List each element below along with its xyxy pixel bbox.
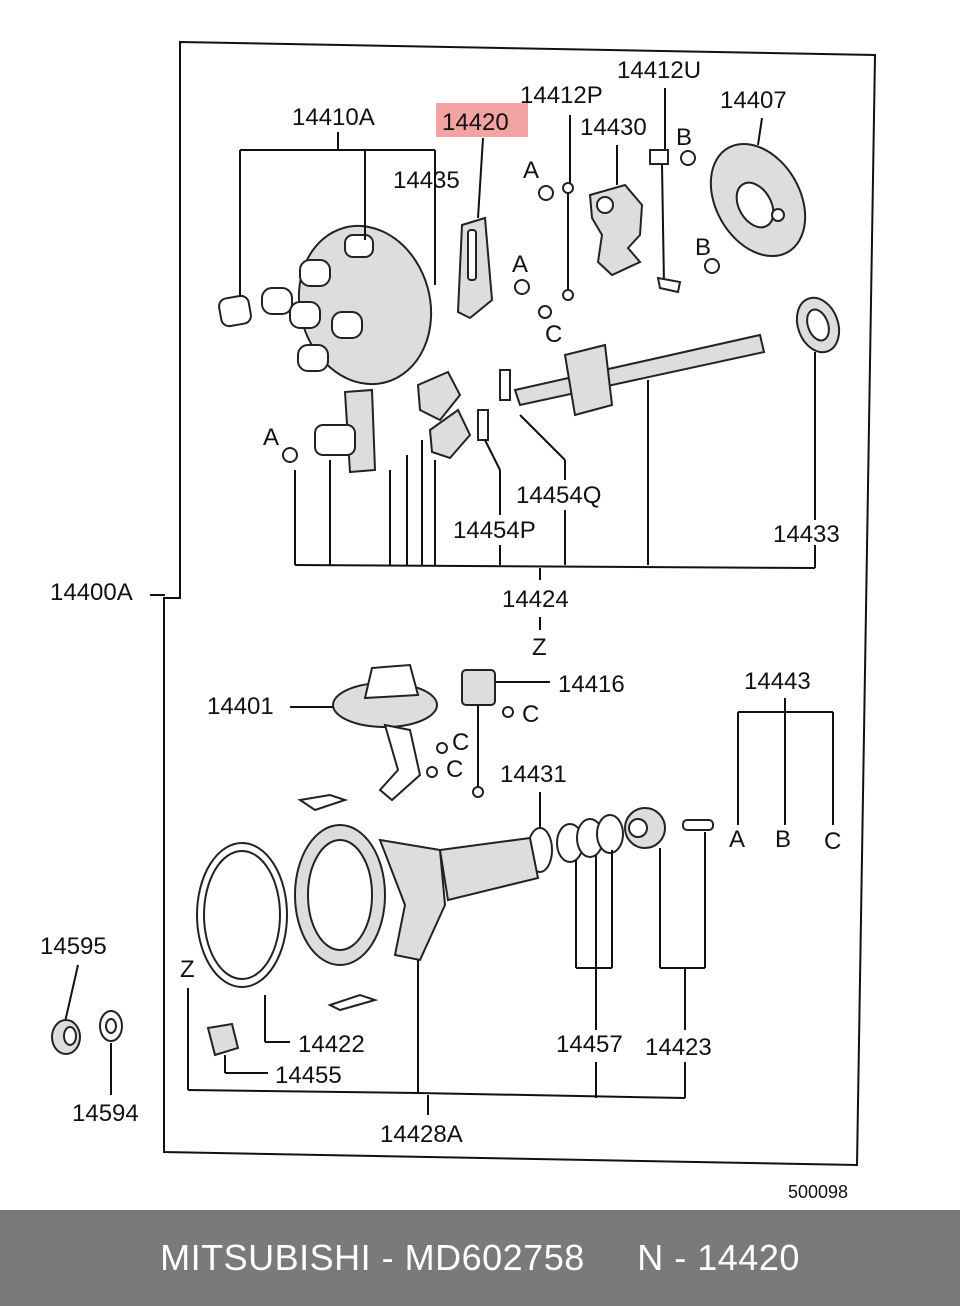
letter-Z-2: Z [180, 956, 195, 983]
letter-A-3: A [263, 424, 279, 451]
bolt-C-mid-1[interactable] [502, 706, 514, 718]
brand-name: MITSUBISHI [160, 1237, 372, 1278]
label-14457: 14457 [556, 1031, 623, 1058]
part-number: MD602758 [404, 1237, 585, 1278]
label-14420: 14420 [442, 109, 509, 136]
oil-seal-14433[interactable] [790, 292, 847, 358]
letter-C-2: C [522, 701, 539, 728]
leader-14422 [264, 995, 290, 1043]
breaker-arm-14430[interactable] [588, 183, 644, 277]
label-14416: 14416 [558, 671, 625, 698]
letter-A-4: A [729, 826, 745, 853]
leader-14420 [477, 137, 484, 219]
washer-14594[interactable] [99, 1010, 123, 1042]
breaker-plate-14407[interactable] [692, 127, 825, 273]
label-14433: 14433 [773, 521, 840, 548]
gasket-14422[interactable] [196, 842, 288, 988]
label-14407: 14407 [720, 87, 787, 114]
label-14428A: 14428A [380, 1121, 463, 1148]
letter-A-1: A [523, 157, 539, 184]
bolt-B-top-1[interactable] [680, 150, 696, 166]
label-14595: 14595 [40, 933, 107, 960]
leader-14424-bus [294, 380, 816, 580]
vacuum-advance-14401[interactable] [332, 663, 438, 802]
letter-Z-1: Z [532, 634, 547, 661]
bolt-C-mid-3[interactable] [426, 766, 438, 778]
letter-B-2: B [695, 234, 711, 261]
letter-B-1: B [676, 124, 692, 151]
bolt-B-top-2[interactable] [704, 258, 720, 274]
governor-shaft[interactable] [513, 333, 766, 417]
gap [585, 1237, 638, 1279]
gear-14423[interactable] [624, 807, 714, 849]
highlight-14420 [436, 103, 528, 137]
bolt-C-mid-2[interactable] [436, 742, 448, 754]
label-14430: 14430 [580, 114, 647, 141]
rod-14412P[interactable] [562, 115, 574, 301]
separator: - [371, 1237, 405, 1278]
condenser-14416[interactable] [461, 669, 496, 798]
label-14423: 14423 [645, 1034, 712, 1061]
terminal-14455[interactable] [206, 1022, 240, 1057]
label-14412P: 14412P [520, 82, 603, 109]
governor-weights[interactable] [416, 370, 472, 460]
bolt-C-top[interactable] [538, 305, 552, 319]
label-14454Q: 14454Q [516, 482, 601, 509]
spring-14454Q[interactable] [499, 369, 511, 401]
bolt-A-top-1[interactable] [538, 185, 554, 201]
distributor-cap[interactable] [218, 211, 449, 399]
label-14422: 14422 [298, 1031, 365, 1058]
letter-C-4: C [446, 756, 463, 783]
washers-14457[interactable] [556, 814, 624, 863]
letter-C-1: C [545, 321, 562, 348]
leader-14443 [737, 698, 834, 825]
letter-A-2: A [512, 251, 528, 278]
bolt-A-mid[interactable] [282, 447, 298, 463]
leader-14457-14423 [575, 832, 706, 1030]
label-14443: 14443 [744, 668, 811, 695]
leader-14407 [757, 117, 763, 146]
bolt-A-top-2[interactable] [514, 279, 530, 295]
label-14455: 14455 [275, 1062, 342, 1089]
label-14400A: 14400A [50, 579, 133, 606]
label-14401: 14401 [207, 693, 274, 720]
label-14454P: 14454P [453, 517, 536, 544]
label-14412U: 14412U [617, 57, 701, 84]
rotor[interactable] [456, 216, 494, 320]
diagram-frame [163, 40, 877, 1167]
exploded-parts-diagram: 14410A 14420 14435 14412P 14412U 14430 1… [40, 40, 877, 1202]
label-14435: 14435 [393, 167, 460, 194]
letter-B-3: B [775, 826, 791, 853]
label-14431: 14431 [500, 761, 567, 788]
housing-14428A[interactable] [294, 793, 540, 1012]
label-14424: 14424 [502, 586, 569, 613]
letter-C-5: C [824, 828, 841, 855]
leader-14595 [64, 964, 79, 1023]
spring-14454P[interactable] [477, 409, 489, 441]
reference-number: N - 14420 [637, 1237, 800, 1278]
cam-14424[interactable] [314, 388, 377, 474]
reference-code: 500098 [788, 1182, 848, 1202]
leader-14455 [224, 1055, 268, 1074]
label-14410A: 14410A [292, 104, 375, 131]
label-14594: 14594 [72, 1100, 139, 1127]
leader-14428A [187, 960, 686, 1115]
bushing-14595[interactable] [51, 1019, 81, 1055]
letter-C-3: C [452, 729, 469, 756]
leader-14410A [239, 132, 436, 297]
rod-14412U[interactable] [649, 88, 682, 294]
part-info-footer: MITSUBISHI - MD602758 N - 14420 [0, 1210, 960, 1306]
